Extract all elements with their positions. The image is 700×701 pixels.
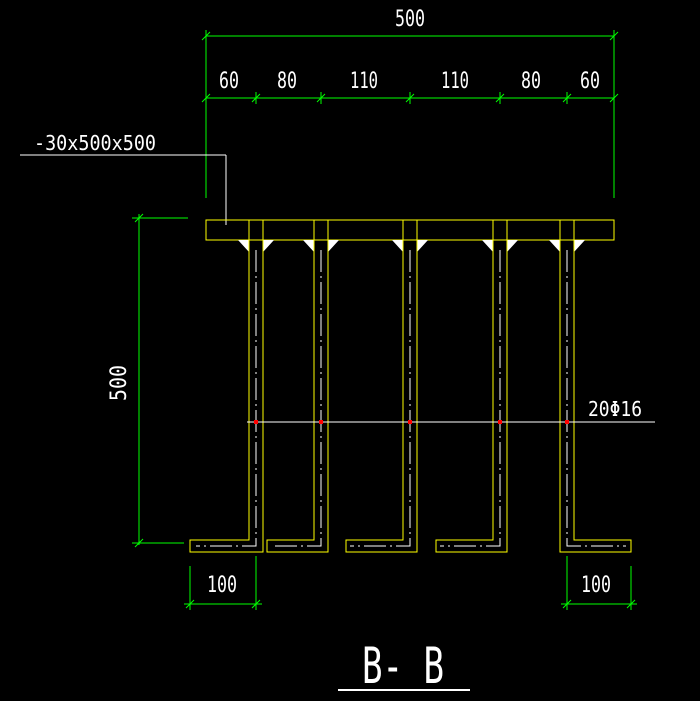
bottom-dimensions	[184, 556, 637, 610]
top-segment-dim-text: 60	[580, 69, 600, 94]
anchor-rebar	[559, 220, 632, 553]
left-height-dim-text: 500	[107, 365, 132, 401]
weld-fillet	[482, 240, 493, 252]
weld-fillet	[574, 240, 585, 252]
weld-fillet	[303, 240, 314, 252]
anchor-rebar	[266, 220, 329, 553]
top-segment-dim-text: 60	[219, 69, 239, 94]
rebar-marks	[254, 420, 569, 424]
top-segment-dim-text: 110	[350, 69, 378, 94]
weld-fillet	[263, 240, 274, 252]
plate-label: -30x500x500	[34, 131, 156, 155]
steel-plate	[205, 219, 615, 241]
weld-fillet	[238, 240, 249, 252]
anchor-rebar	[435, 220, 508, 553]
weld-fillet	[549, 240, 560, 252]
anchor-rebar	[345, 220, 418, 553]
weld-fillet	[507, 240, 518, 252]
top-dimensions	[201, 30, 619, 198]
weld-fillets	[238, 240, 585, 252]
plate-leader	[20, 154, 227, 225]
top-segment-dim-text: 110	[441, 69, 469, 94]
left-height-dimension	[132, 213, 188, 548]
anchor-rebar	[189, 220, 264, 553]
bottom-right-dim-text: 100	[581, 573, 611, 598]
bottom-left-dim-text: 100	[207, 573, 237, 598]
top-segment-dim-text: 80	[277, 69, 297, 94]
anchor-rebars	[189, 220, 632, 553]
top-overall-dim-text: 500	[395, 7, 425, 32]
section-title: B- B	[362, 637, 444, 695]
weld-fillet	[328, 240, 339, 252]
top-segment-dim-text: 80	[521, 69, 541, 94]
weld-fillet	[417, 240, 428, 252]
weld-fillet	[392, 240, 403, 252]
rebar-centerlines	[196, 250, 626, 547]
rebar-label: 20Φ16	[588, 397, 642, 421]
top-dimension-texts: 500 60 80 110 110 80 60	[219, 7, 600, 94]
